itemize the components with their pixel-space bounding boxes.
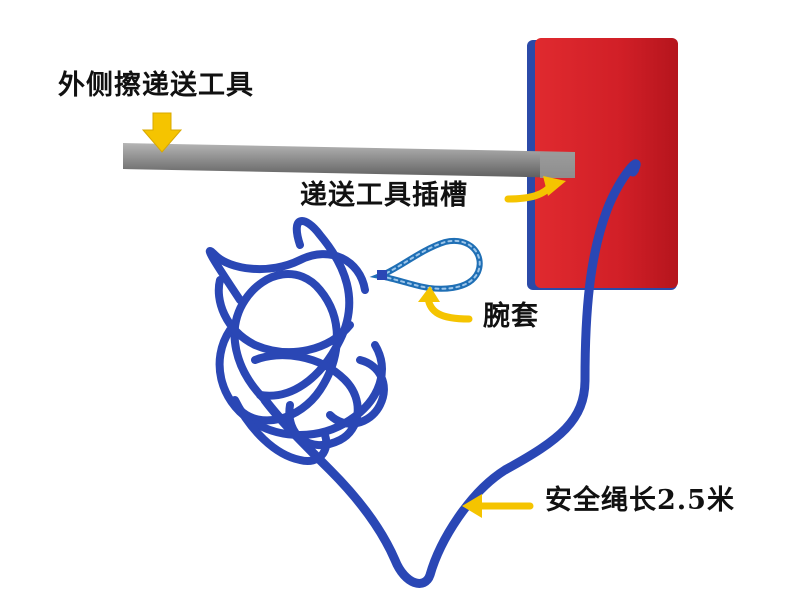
delivery-tool-rod	[123, 143, 575, 178]
wrist-strap	[369, 237, 483, 292]
curved-arrow-icon	[504, 176, 566, 203]
rope-coil	[205, 217, 388, 465]
rod-tip-in-slot	[540, 152, 575, 178]
cleaning-pad	[527, 38, 678, 290]
label-rope-length: 安全绳长2.5米	[545, 485, 735, 516]
safety-rope	[260, 159, 641, 588]
label-wrist-strap: 腕套	[483, 301, 539, 332]
down-arrow-icon	[141, 112, 183, 153]
left-arrow-icon	[462, 494, 534, 518]
label-tool-slot: 递送工具插槽	[300, 180, 468, 211]
pad-red-face	[535, 38, 678, 288]
label-outer-tool: 外侧擦递送工具	[58, 70, 254, 101]
up-curved-arrow-icon	[418, 286, 473, 323]
